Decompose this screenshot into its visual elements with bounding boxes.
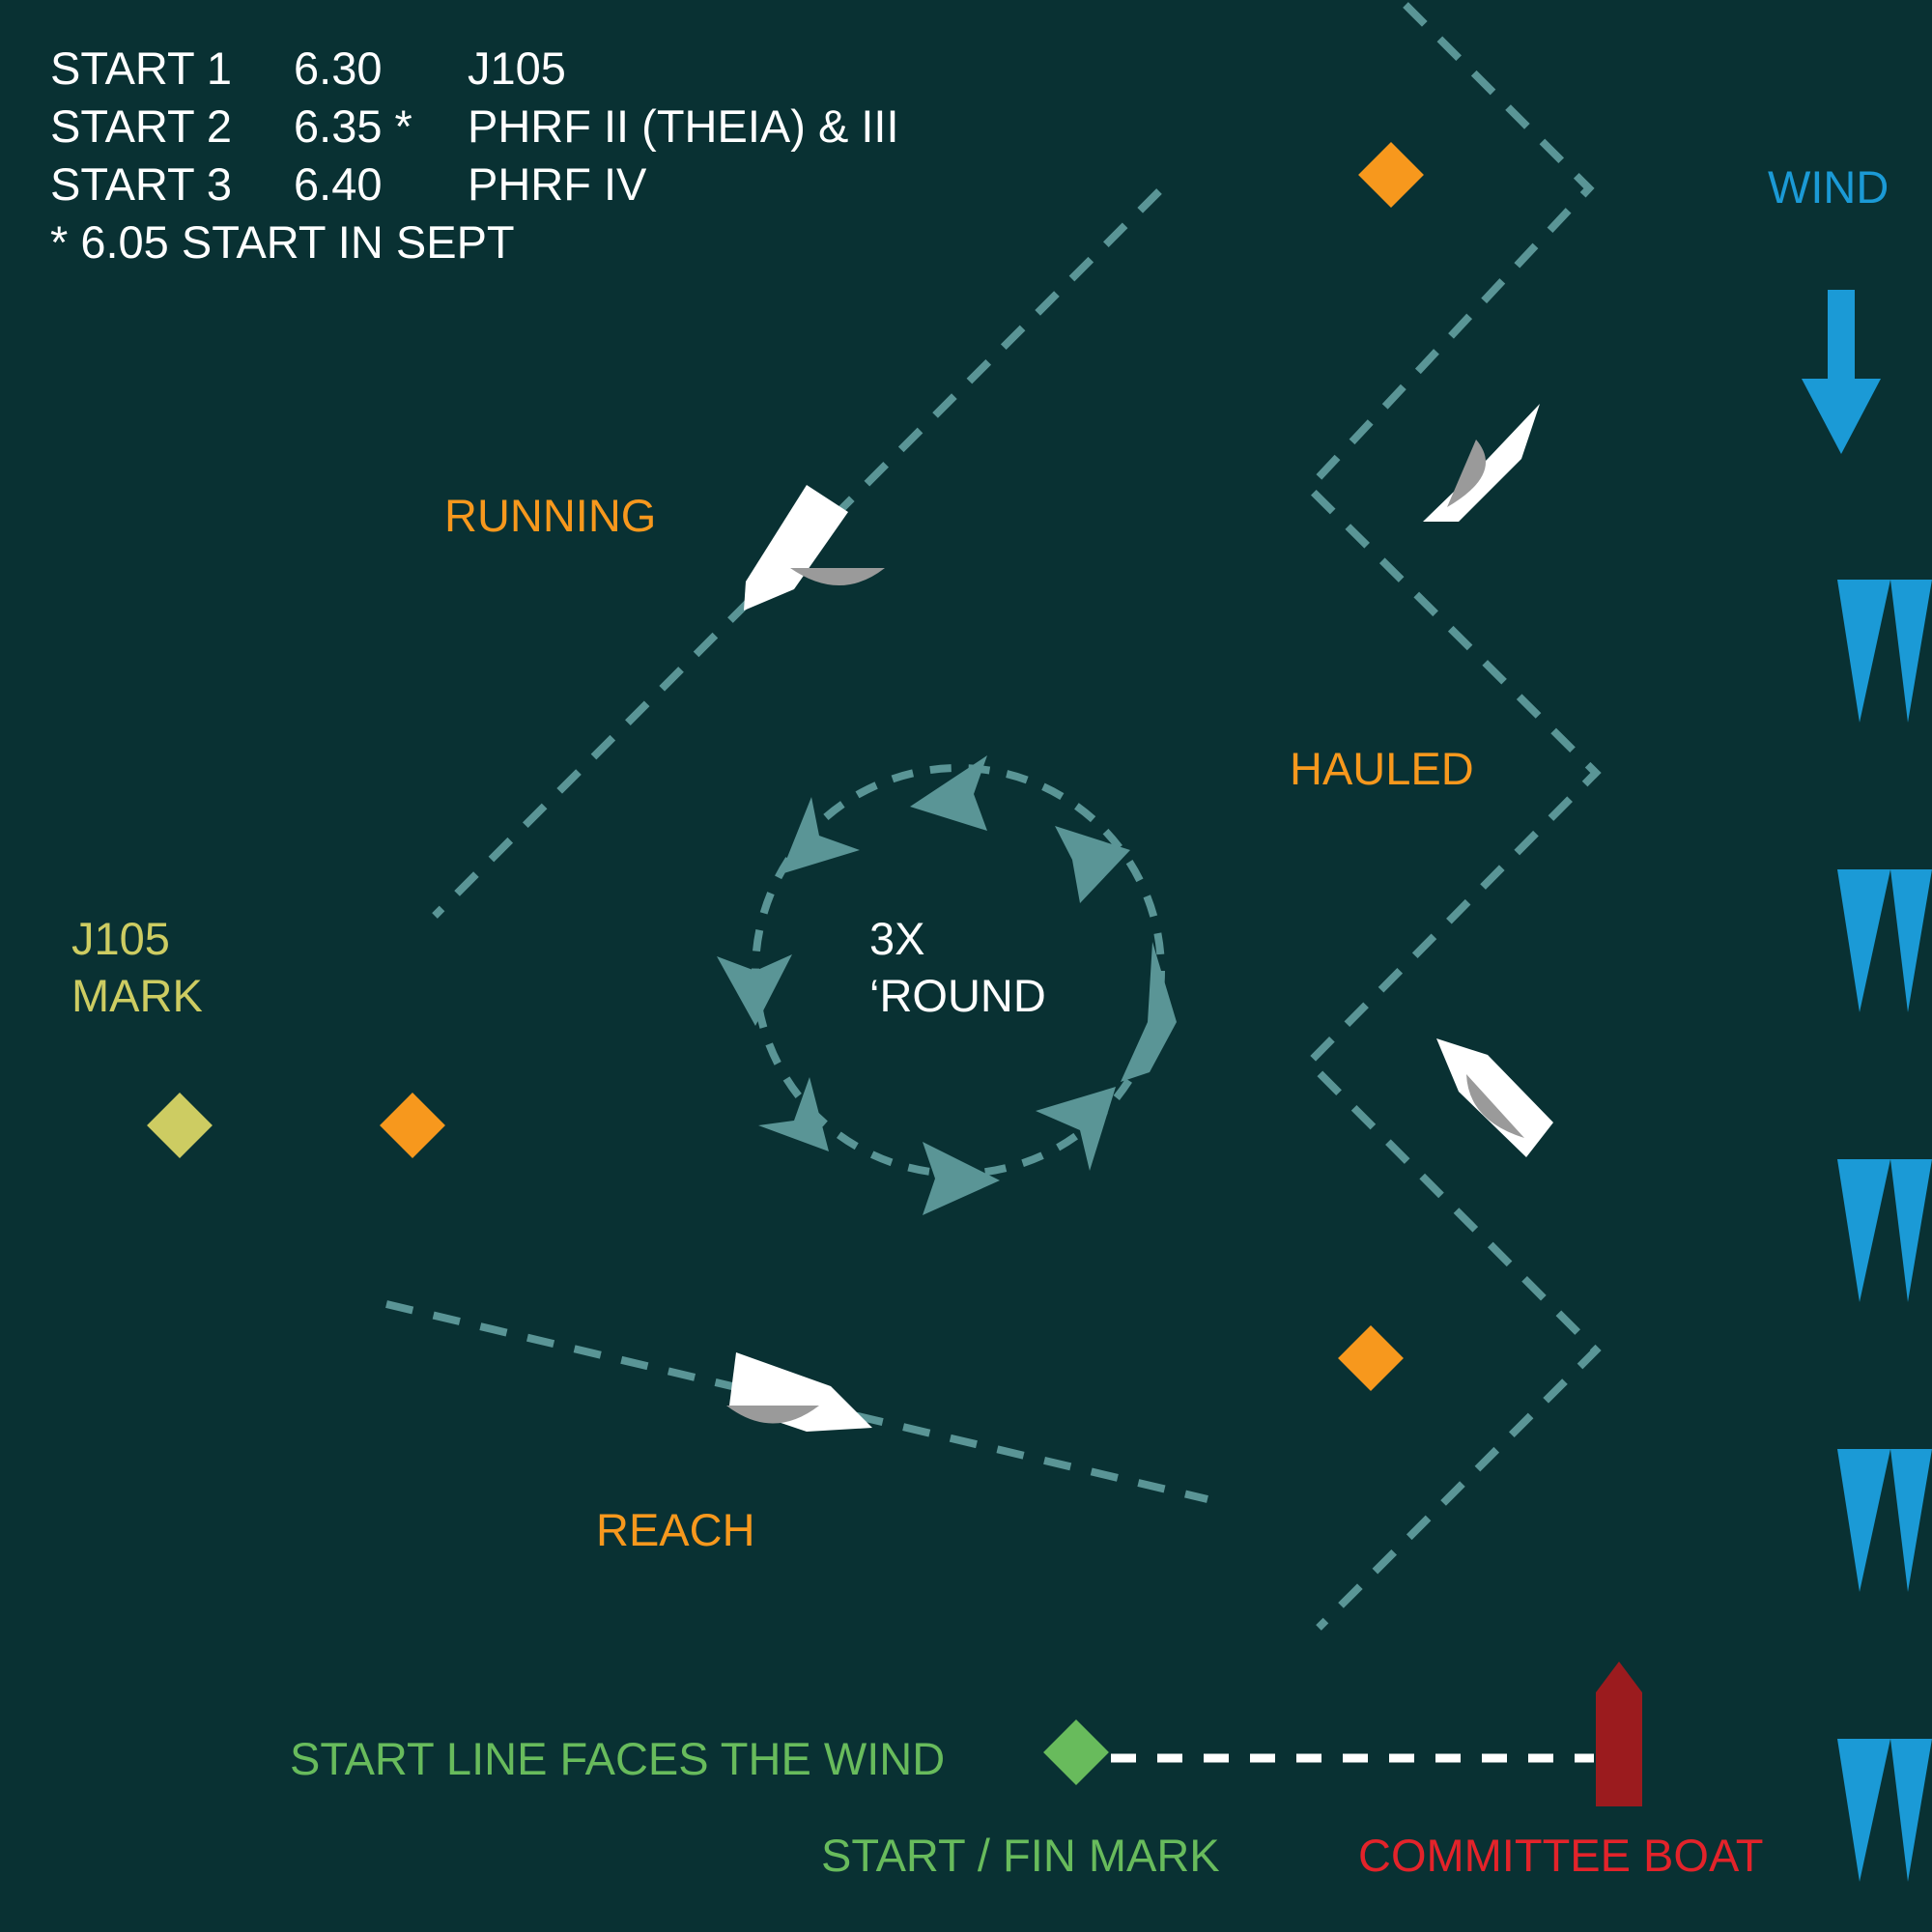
sailboat-running <box>744 485 885 611</box>
start-line-label: START LINE FACES THE WIND <box>290 1733 945 1784</box>
wind-indicator <box>1802 290 1932 1882</box>
rounding-arrow-icon <box>1121 942 1177 1082</box>
rounding-circle <box>717 755 1177 1215</box>
reach-label: REACH <box>596 1504 755 1555</box>
sailboat-icon <box>1423 404 1540 522</box>
start-fin-mark-label: START / FIN MARK <box>821 1830 1220 1881</box>
sail-icon <box>1466 1074 1524 1138</box>
schedule-time-2: 6.35 * <box>294 100 412 152</box>
rounding-arrow-icon <box>781 797 860 874</box>
start-fin-mark <box>1043 1719 1109 1785</box>
upwind-zigzag-course <box>1303 2 1602 1631</box>
leeward-mark-right <box>1338 1325 1404 1391</box>
course-lines <box>385 2 1602 1631</box>
schedule-fleet-3: PHRF IV <box>468 158 647 210</box>
rounding-arrow-icon <box>1036 1087 1116 1171</box>
schedule-fleet-1: J105 <box>468 43 566 94</box>
sailboat-icon <box>1436 1038 1553 1157</box>
j105-mark-label-line1: J105 <box>71 913 170 964</box>
down-arrow-icon <box>1802 379 1881 454</box>
rounding-label-line1: 3X <box>869 913 925 964</box>
running-course-line <box>432 188 1162 919</box>
pennant-icon <box>1837 869 1932 1012</box>
sail-icon <box>1447 440 1486 507</box>
wind-label: WIND <box>1768 161 1889 213</box>
schedule-start-2: START 2 <box>50 100 232 152</box>
schedule-fleet-2: PHRF II (THEIA) & III <box>468 100 899 152</box>
sail-icon <box>726 1406 819 1424</box>
start-schedule: START 1 6.30 J105 START 2 6.35 * PHRF II… <box>50 43 899 268</box>
schedule-start-3: START 3 <box>50 158 232 210</box>
sailboat-icon <box>744 485 848 611</box>
schedule-time-1: 6.30 <box>294 43 382 94</box>
rounding-arrow-icon <box>923 1142 1000 1215</box>
schedule-time-3: 6.40 <box>294 158 382 210</box>
running-label: RUNNING <box>444 490 656 541</box>
rounding-arrow-icon <box>910 755 987 831</box>
j105-mark-label-line2: MARK <box>71 970 203 1021</box>
leeward-mark-left <box>380 1093 445 1158</box>
pennant-icon <box>1837 1739 1932 1882</box>
rounding-arrow-icon <box>1055 826 1130 903</box>
sailboat-upwind-2 <box>1436 1038 1553 1157</box>
committee-boat-label: COMMITTEE BOAT <box>1358 1830 1764 1881</box>
pennant-icon <box>1837 580 1932 723</box>
schedule-note: * 6.05 START IN SEPT <box>50 216 515 268</box>
rounding-label-line2: ‘ROUND <box>869 970 1046 1021</box>
committee-boat-icon <box>1596 1662 1642 1806</box>
sailboat-upwind-1 <box>1423 404 1540 522</box>
schedule-start-1: START 1 <box>50 43 232 94</box>
sailboat-reach <box>726 1352 872 1432</box>
sail-icon <box>790 568 885 585</box>
rounding-arrow-icon <box>758 1077 829 1151</box>
pennant-icon <box>1837 1449 1932 1592</box>
hauled-label: HAULED <box>1290 743 1474 794</box>
wind-arrow-shaft <box>1828 290 1855 386</box>
pennant-icon <box>1837 1159 1932 1302</box>
rounding-arrow-icon <box>717 954 792 1026</box>
